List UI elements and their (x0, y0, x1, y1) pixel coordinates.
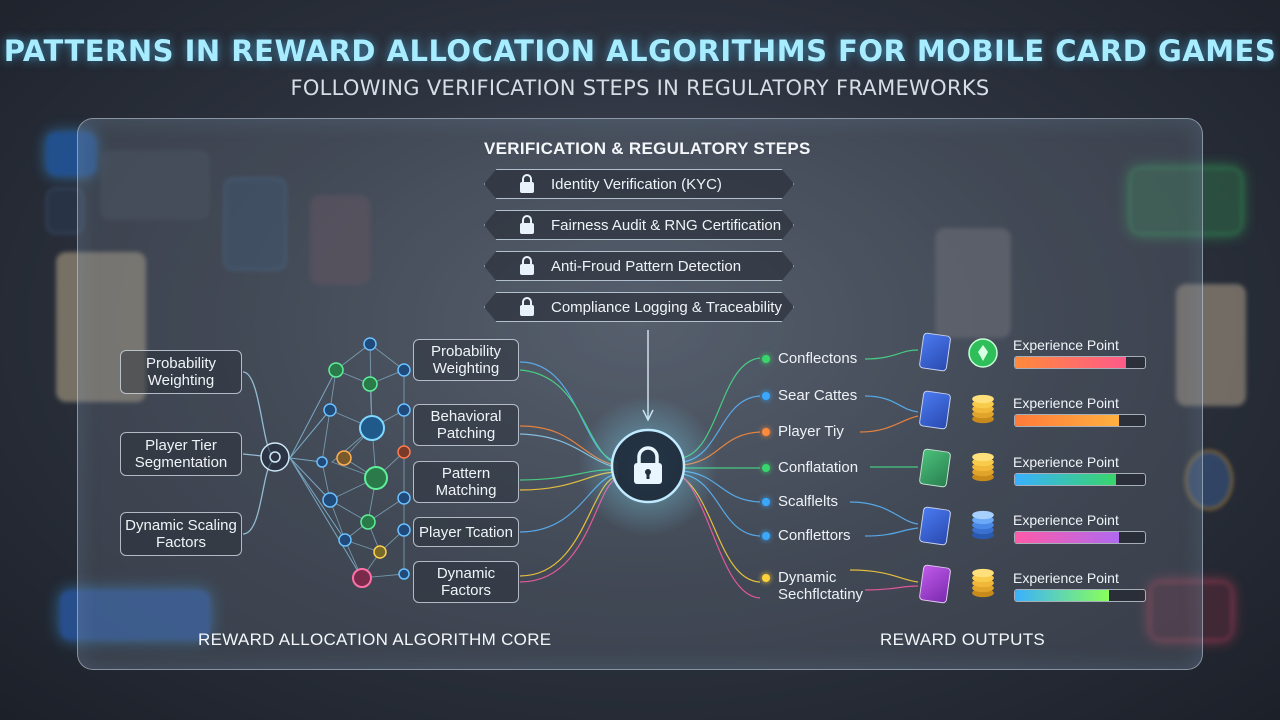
output-item-label: Sear Cattes (778, 387, 858, 404)
outputs-title: REWARD OUTPUTS (880, 630, 1046, 649)
verification-step-label: Anti-Froud Pattern Detection (551, 257, 742, 275)
output-item: Player Tiy (762, 423, 844, 440)
output-item-label: Conflectons (778, 350, 858, 367)
coin-stack-icon (972, 394, 994, 424)
card-icon (918, 390, 952, 430)
output-item: Conflatation (762, 459, 858, 476)
background-card (1176, 284, 1246, 406)
stage-pattern-matching: Pattern Matching (413, 461, 519, 503)
status-dot (762, 498, 770, 507)
xp-progress-fill (1015, 415, 1119, 426)
output-item-label: Player Tiy (778, 423, 844, 440)
background-card (46, 132, 96, 176)
card-icon (918, 448, 952, 488)
status-dot (762, 532, 770, 541)
verification-title: VERIFICATION & REGULATORY STEPS (484, 139, 811, 158)
background-card (1130, 168, 1242, 234)
central-lock-icon (634, 446, 662, 484)
lock-icon (520, 256, 534, 275)
xp-label: Experience Point (1013, 454, 1119, 470)
verification-step-fairness: Fairness Audit & RNG Certification (484, 210, 794, 240)
xp-progress-bar (1014, 356, 1146, 369)
output-item-label: Conflatation (778, 459, 859, 476)
coin-stack-icon (972, 568, 994, 598)
card-icon (918, 332, 952, 372)
output-item-label: Scalflelts (778, 493, 839, 510)
output-item: Dynamic Sechflctatiny (762, 569, 882, 603)
card-icon (918, 564, 952, 604)
page-subtitle: FOLLOWING VERIFICATION STEPS IN REGULATO… (290, 76, 990, 100)
status-dot (762, 355, 770, 364)
background-card (60, 590, 210, 640)
xp-label: Experience Point (1013, 570, 1119, 586)
output-item: Sear Cattes (762, 387, 857, 404)
verification-step-antifraud: Anti-Froud Pattern Detection (484, 251, 794, 281)
output-item-label: Dynamic Sechflctatiny (778, 569, 864, 603)
verification-step-compliance: Compliance Logging & Traceability (484, 292, 794, 322)
xp-progress-bar (1014, 589, 1146, 602)
lock-icon (520, 215, 534, 234)
gem-icon (968, 338, 998, 368)
coin-stack-icon (972, 452, 994, 482)
verification-step-label: Fairness Audit & RNG Certification (551, 216, 782, 234)
stage-player-tcation: Player Tcation (413, 517, 519, 547)
status-dot (762, 574, 770, 583)
background-card (935, 228, 1011, 338)
verification-step-kyc: Identity Verification (KYC) (484, 169, 794, 199)
xp-progress-fill (1015, 590, 1109, 601)
chip-stack-icon (972, 510, 994, 540)
page-title: PATTERNS IN REWARD ALLOCATION ALGORITHMS… (3, 34, 1277, 68)
card-icon (918, 506, 952, 546)
background-card (1185, 450, 1233, 510)
background-card (224, 178, 286, 270)
status-dot (762, 464, 770, 473)
xp-progress-bar (1014, 414, 1146, 427)
status-dot (762, 392, 770, 401)
lock-icon (520, 297, 534, 316)
input-dynamic-scaling-factors: Dynamic Scaling Factors (120, 512, 242, 556)
xp-progress-bar (1014, 473, 1146, 486)
stage-probability-weighting: Probability Weighting (413, 339, 519, 381)
output-item: Conflettors (762, 527, 851, 544)
xp-progress-fill (1015, 532, 1119, 543)
stage-behavioral-patching: Behavioral Patching (413, 404, 519, 446)
background-card (310, 195, 370, 285)
verification-step-label: Identity Verification (KYC) (551, 175, 722, 193)
status-dot (762, 428, 770, 437)
stage-dynamic-factors: Dynamic Factors (413, 561, 519, 603)
core-title: REWARD ALLOCATION ALGORITHM CORE (198, 630, 552, 649)
output-item-label: Conflettors (778, 527, 851, 544)
input-player-tier-segmentation: Player Tier Segmentation (120, 432, 242, 476)
input-probability-weighting: Probability Weighting (120, 350, 242, 394)
output-item: Conflectons (762, 350, 857, 367)
background-card (56, 252, 146, 402)
xp-progress-bar (1014, 531, 1146, 544)
background-card (100, 150, 210, 220)
xp-label: Experience Point (1013, 395, 1119, 411)
xp-label: Experience Point (1013, 512, 1119, 528)
background-card (1150, 582, 1232, 640)
xp-progress-fill (1015, 474, 1117, 485)
xp-label: Experience Point (1013, 337, 1119, 353)
lock-icon (520, 174, 534, 193)
output-item: Scalflelts (762, 493, 838, 510)
xp-progress-fill (1015, 357, 1126, 368)
verification-step-label: Compliance Logging & Traceability (551, 298, 782, 316)
